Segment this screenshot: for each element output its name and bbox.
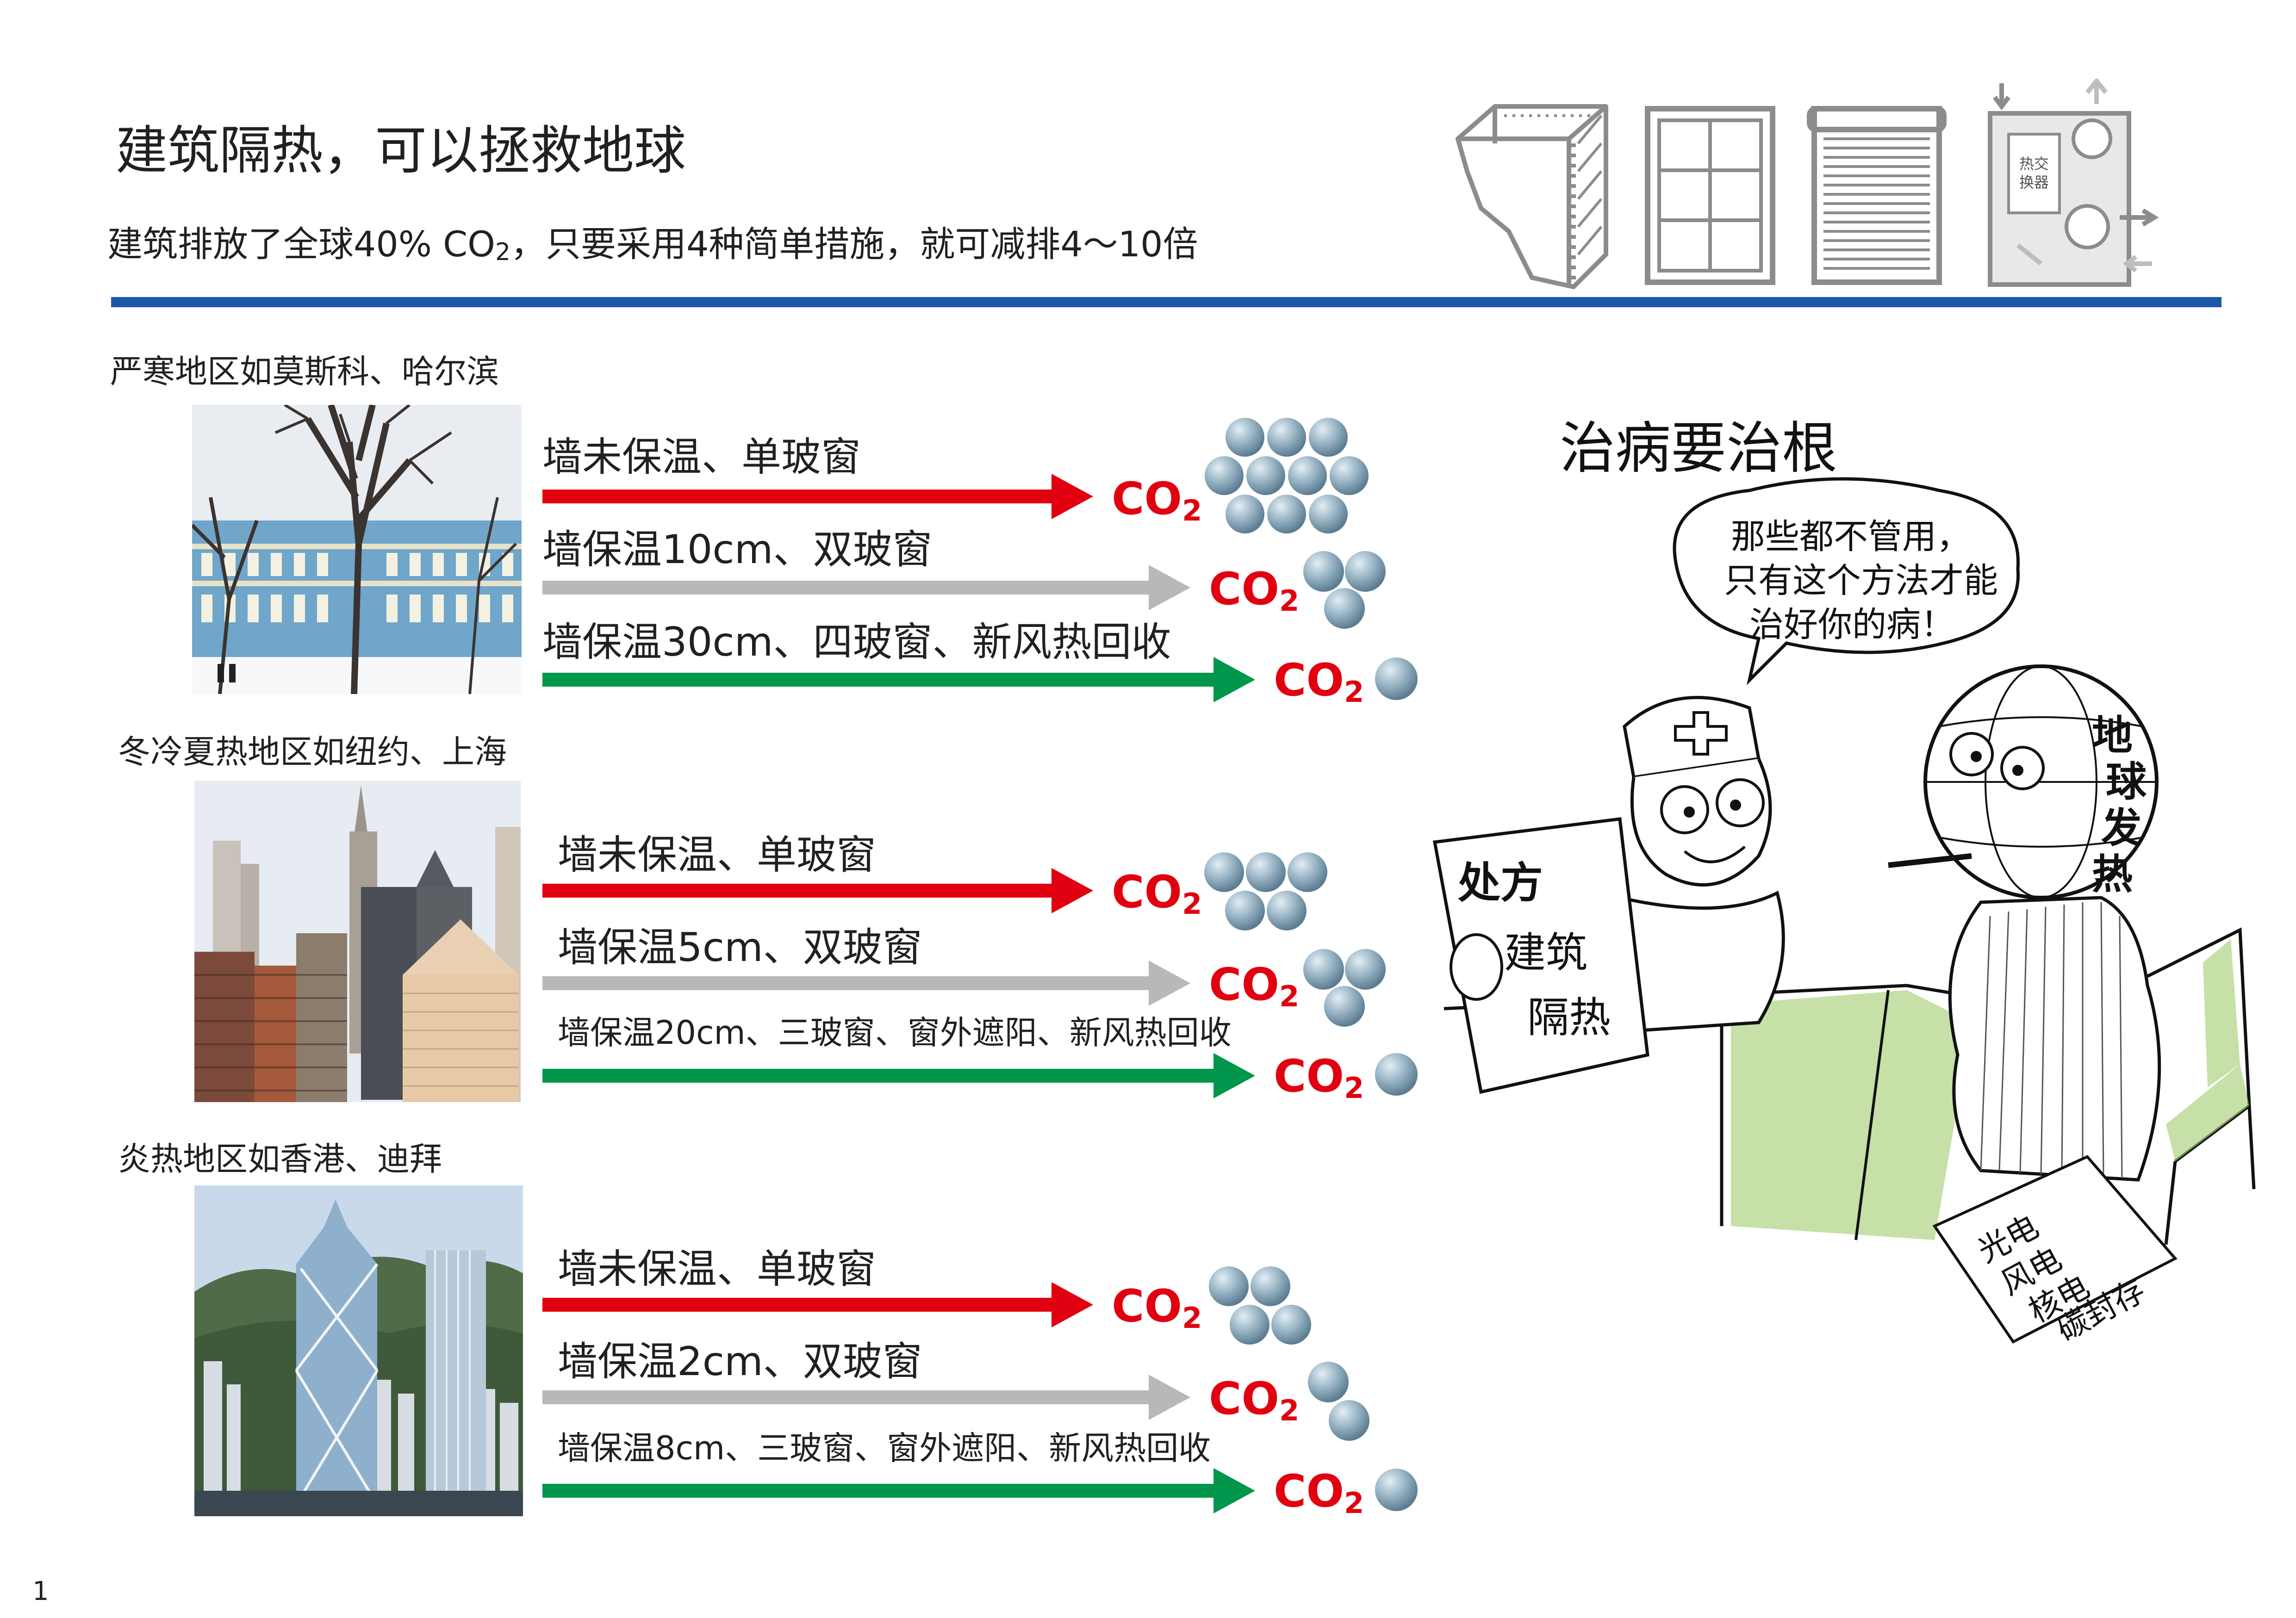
arrow-red-r1 [542,474,1093,519]
region-label-severe-cold: 严寒地区如莫斯科、哈尔滨 [110,353,499,391]
row-label-r1-3: 墙保温30cm、四玻窗、新风热回收 [542,619,1171,665]
co2-ball [1267,418,1306,457]
co2-ball [1375,1053,1418,1096]
co2-ball [1345,551,1386,592]
co2-ball [1267,891,1307,930]
co2-ball [1209,1266,1249,1306]
co2-ball [1226,495,1264,533]
heat-exchanger-label-1: 热交 [2019,155,2049,173]
cartoon-heading: 治病要治根 [1560,416,1837,481]
row-label-r1-2: 墙保温10cm、双玻窗 [542,527,933,573]
co2-label-r1-2: CO2 [1209,563,1300,618]
co2-balls-r2-1 [1204,852,1327,930]
co2-ball [1375,657,1418,700]
row-label-r2-3: 墙保温20cm、三玻窗、窗外遮阳、新风热回收 [558,1014,1232,1052]
arrow-gray-r2 [542,961,1190,1006]
speech-line-1: 那些都不管用， [1731,517,1971,557]
co2-ball [1329,1400,1369,1441]
row-label-r2-2: 墙保温5cm、双玻窗 [558,924,922,971]
co2-ball [1330,456,1369,495]
row-label-r3-1: 墙未保温、单玻窗 [558,1246,876,1292]
co2-ball [1230,1305,1269,1345]
arrow-gray-r3 [542,1375,1190,1420]
co2-ball [1225,891,1265,930]
speech-line-3: 治好你的病！ [1749,605,1955,645]
co2-ball [1324,588,1365,629]
subtitle-subscript: 2 [495,238,511,266]
earth-text-2: 球 [2106,758,2147,806]
co2-balls-r1-3 [1375,657,1418,700]
region-label-hot-climate: 炎热地区如香港、迪拜 [118,1140,442,1178]
arrow-red-r2 [542,868,1093,913]
co2-balls-r1-2 [1303,551,1386,629]
co2-ball [1226,418,1264,457]
co2-ball [1246,852,1286,892]
co2-ball [1288,852,1327,892]
subtitle-part-2: ，只要采用4种简单措施，就可减排4～10倍 [510,223,1198,265]
earth-text-1: 地 [2092,712,2133,759]
co2-ball [1308,1362,1349,1402]
photo-new-york-skyline [194,781,521,1102]
co2-ball [1375,1469,1418,1511]
sunshade-shutter-icon [1807,106,1947,285]
prescription-title: 处方 [1458,858,1543,908]
cartoon-doctor-earth: 治病要治根 那些都不管用， 只有这个方法才能 治好你的病！ 处方 建筑 隔热 地… [1432,416,2256,1349]
speech-line-2: 只有这个方法才能 [1724,561,1998,601]
co2-balls-r3-3 [1375,1469,1418,1511]
co2-balls-r2-3 [1375,1053,1418,1096]
arrow-red-r3 [542,1282,1093,1327]
arrow-green-r2 [542,1053,1255,1098]
header-divider [111,297,2221,307]
co2-ball [1303,551,1344,592]
co2-balls-r1-1 [1205,418,1369,533]
co2-ball [1288,456,1327,495]
co2-balls-r2-2 [1303,949,1386,1027]
co2-ball [1246,456,1285,495]
row-label-r2-1: 墙未保温、单玻窗 [558,832,876,878]
row-label-r3-3: 墙保温8cm、三玻窗、窗外遮阳、新风热回收 [558,1429,1211,1467]
co2-ball [1309,418,1348,457]
co2-balls-r3-2 [1308,1362,1369,1441]
co2-label-r2-2: CO2 [1209,959,1300,1013]
earth-text-4: 热 [2092,850,2133,898]
page-title: 建筑隔热，可以拯救地球 [116,121,686,181]
co2-ball [1271,1305,1311,1345]
arrow-green-r1 [542,657,1255,702]
co2-ball [1303,949,1344,990]
arrow-gray-r1 [542,565,1190,610]
co2-ball [1267,495,1306,533]
co2-label-r3-1: CO2 [1112,1280,1202,1335]
photo-moscow-palace [192,405,522,694]
heat-recovery-ventilation-icon: 热交 换器 [1988,79,2159,287]
row-label-r1-1: 墙未保温、单玻窗 [542,434,861,480]
co2-label-r2-3: CO2 [1274,1050,1364,1105]
co2-ball [1205,456,1244,495]
co2-label-r1-1: CO2 [1112,473,1202,527]
co2-ball [1345,949,1386,990]
co2-label-r2-1: CO2 [1112,866,1202,921]
co2-ball [1309,495,1348,533]
co2-ball [1324,986,1365,1027]
co2-label-r1-3: CO2 [1274,654,1364,709]
subtitle-part-1: 建筑排放了全球40% CO [107,223,495,265]
earth-text-3: 发 [2101,804,2142,852]
prescription-line-1: 建筑 [1504,929,1587,977]
row-label-r3-2: 墙保温2cm、双玻窗 [558,1339,922,1385]
heat-exchanger-label-2: 换器 [2019,174,2049,191]
co2-ball [1204,852,1244,892]
page-number: 1 [32,1576,49,1606]
co2-balls-r3-1 [1209,1266,1311,1345]
co2-ball [1251,1266,1290,1306]
photo-hong-kong-skyline [194,1185,523,1516]
region-label-hot-summer-cold-winter: 冬冷夏热地区如纽约、上海 [118,733,507,771]
arrow-green-r3 [542,1468,1255,1513]
co2-label-r3-3: CO2 [1274,1465,1364,1520]
prescription-line-2: 隔热 [1527,993,1611,1042]
page-subtitle: 建筑排放了全球40% CO2，只要采用4种简单措施，就可减排4～10倍 [107,227,1198,266]
wall-insulation-icon [1456,104,1608,289]
window-icon [1645,106,1775,285]
building-measures-icons: 热交 换器 [1456,79,2159,289]
co2-label-r3-2: CO2 [1209,1373,1300,1427]
